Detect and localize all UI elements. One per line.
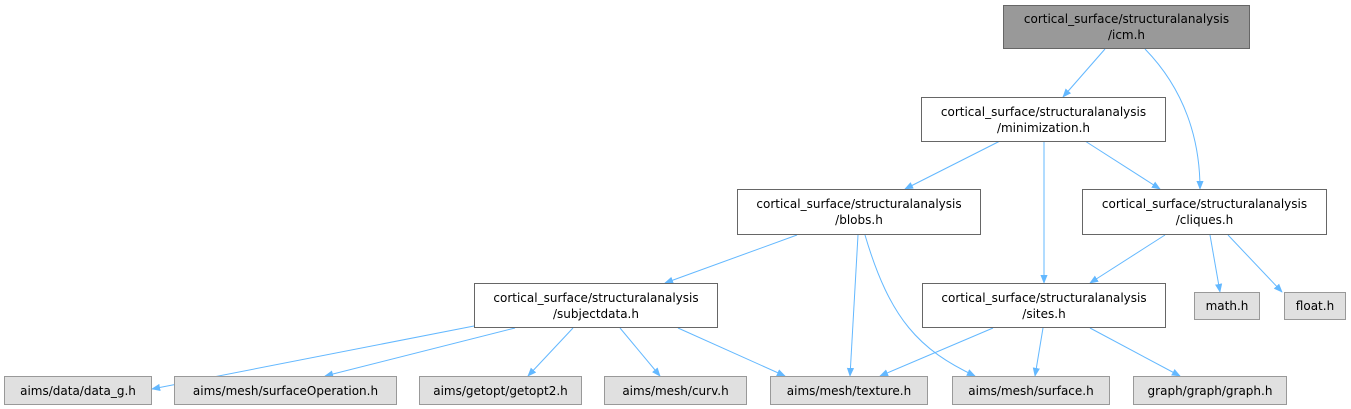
node-icm-h[interactable]: cortical_surface/structuralanalysis /icm… bbox=[1003, 5, 1250, 49]
edge-cliques-to-math bbox=[1209, 234, 1223, 293]
edge-subjectdata-to-curv bbox=[619, 327, 661, 377]
edge-blobs-to-surface bbox=[864, 234, 976, 377]
edge-cliques-to-sites bbox=[1089, 234, 1166, 284]
node-minimization-h[interactable]: cortical_surface/structuralanalysis /min… bbox=[921, 97, 1166, 142]
edge-sites-to-texture bbox=[879, 327, 994, 377]
edge-icm-to-minimization bbox=[1062, 48, 1106, 98]
node-surfaceoperation-h[interactable]: aims/mesh/surfaceOperation.h bbox=[174, 376, 397, 405]
edge-minimization-to-blobs bbox=[904, 140, 1001, 190]
node-subjectdata-h[interactable]: cortical_surface/structuralanalysis /sub… bbox=[474, 283, 718, 328]
node-cliques-h[interactable]: cortical_surface/structuralanalysis /cli… bbox=[1082, 189, 1327, 235]
edge-minimization-to-cliques bbox=[1084, 140, 1161, 190]
edge-icm-to-cliques bbox=[1144, 48, 1204, 190]
node-getopt2-h[interactable]: aims/getopt/getopt2.h bbox=[419, 376, 582, 405]
node-float-h[interactable]: float.h bbox=[1284, 292, 1346, 320]
node-data-g-h[interactable]: aims/data/data_g.h bbox=[4, 376, 152, 405]
edge-subjectdata-to-surfaceOperation bbox=[324, 327, 516, 378]
edge-sites-to-surface bbox=[1032, 327, 1044, 377]
edge-blobs-to-subjectdata bbox=[664, 234, 798, 284]
node-curv-h[interactable]: aims/mesh/curv.h bbox=[604, 376, 747, 405]
edge-subjectdata-to-texture bbox=[677, 327, 786, 377]
node-graph-h[interactable]: graph/graph/graph.h bbox=[1133, 376, 1287, 405]
edge-blobs-to-texture bbox=[846, 234, 859, 377]
edge-subjectdata-to-getopt2 bbox=[527, 327, 574, 377]
node-blobs-h[interactable]: cortical_surface/structuralanalysis /blo… bbox=[737, 189, 981, 235]
edge-cliques-to-float bbox=[1227, 234, 1283, 293]
node-sites-h[interactable]: cortical_surface/structuralanalysis /sit… bbox=[922, 283, 1166, 328]
node-texture-h[interactable]: aims/mesh/texture.h bbox=[770, 376, 928, 405]
node-math-h[interactable]: math.h bbox=[1194, 292, 1260, 320]
edge-sites-to-graph bbox=[1089, 327, 1181, 377]
node-surface-h[interactable]: aims/mesh/surface.h bbox=[952, 376, 1110, 405]
